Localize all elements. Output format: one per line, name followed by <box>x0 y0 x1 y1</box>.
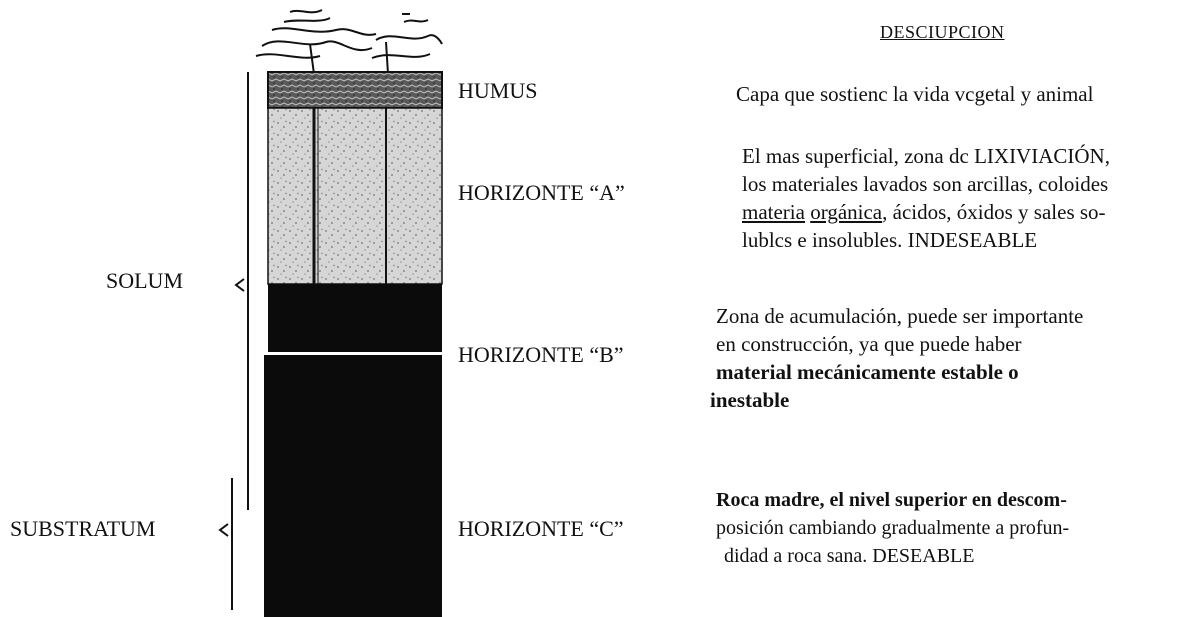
description-b-line-1: Zona de acumulación, puede ser important… <box>716 304 1084 328</box>
layer-label-horizon-c: HORIZONTE “C” <box>458 516 624 541</box>
humus-layer <box>267 71 443 109</box>
description-a-line-3: materia orgánica, ácidos, óxidos y sales… <box>742 198 1110 226</box>
layer-label-horizon-b: HORIZONTE “B” <box>458 342 624 367</box>
description-a-line-1: El mas superficial, zona dc LIXIVIACIÓN, <box>742 144 1110 168</box>
description-a-line-4: lublcs e insolubles. INDESEABLE <box>742 228 1038 252</box>
layer-label-humus: HUMUS <box>458 78 538 103</box>
description-c-line-2: posición cambiando gradualmente a profun… <box>716 517 1070 539</box>
substratum-arrow-icon <box>218 523 229 537</box>
description-horizon-c: Roca madre, el nivel superior en descom-… <box>716 486 1069 570</box>
description-c-line-1: Roca madre, el nivel superior en descom- <box>716 489 1067 511</box>
vegetation-icon <box>255 9 443 75</box>
description-horizon-b: Zona de acumulación, puede ser important… <box>710 302 1084 414</box>
description-horizon-a: El mas superficial, zona dc LIXIVIACIÓN,… <box>742 142 1110 254</box>
description-b-line-4: inestable <box>710 388 790 412</box>
description-heading: DESCIUPCION <box>880 22 1005 42</box>
horizon-c-layer <box>264 355 442 617</box>
description-c-line-3: didad a roca sana. DESEABLE <box>724 545 975 567</box>
description-a-line-3-rest: , ácidos, óxidos y sales so- <box>882 200 1106 224</box>
horizon-b-layer <box>268 284 442 352</box>
description-humus: Capa que sostienc la vida vcgetal y anim… <box>736 80 1093 108</box>
term-materia: materia <box>742 200 805 224</box>
solum-arrow-icon <box>234 278 245 292</box>
layer-label-horizon-a: HORIZONTE “A” <box>458 180 625 205</box>
term-organica: orgánica <box>810 200 883 224</box>
description-humus-line: Capa que sostienc la vida vcgetal y anim… <box>736 82 1094 106</box>
description-b-line-2: en construcción, ya que puede haber <box>716 332 1022 356</box>
substratum-label: SUBSTRATUM <box>10 516 156 541</box>
description-a-line-2: los materiales lavados son arcillas, col… <box>742 172 1109 196</box>
description-b-line-3: material mecánicamente estable o <box>716 360 1019 384</box>
solum-label: SOLUM <box>106 268 184 293</box>
horizon-a-layer <box>267 107 443 285</box>
